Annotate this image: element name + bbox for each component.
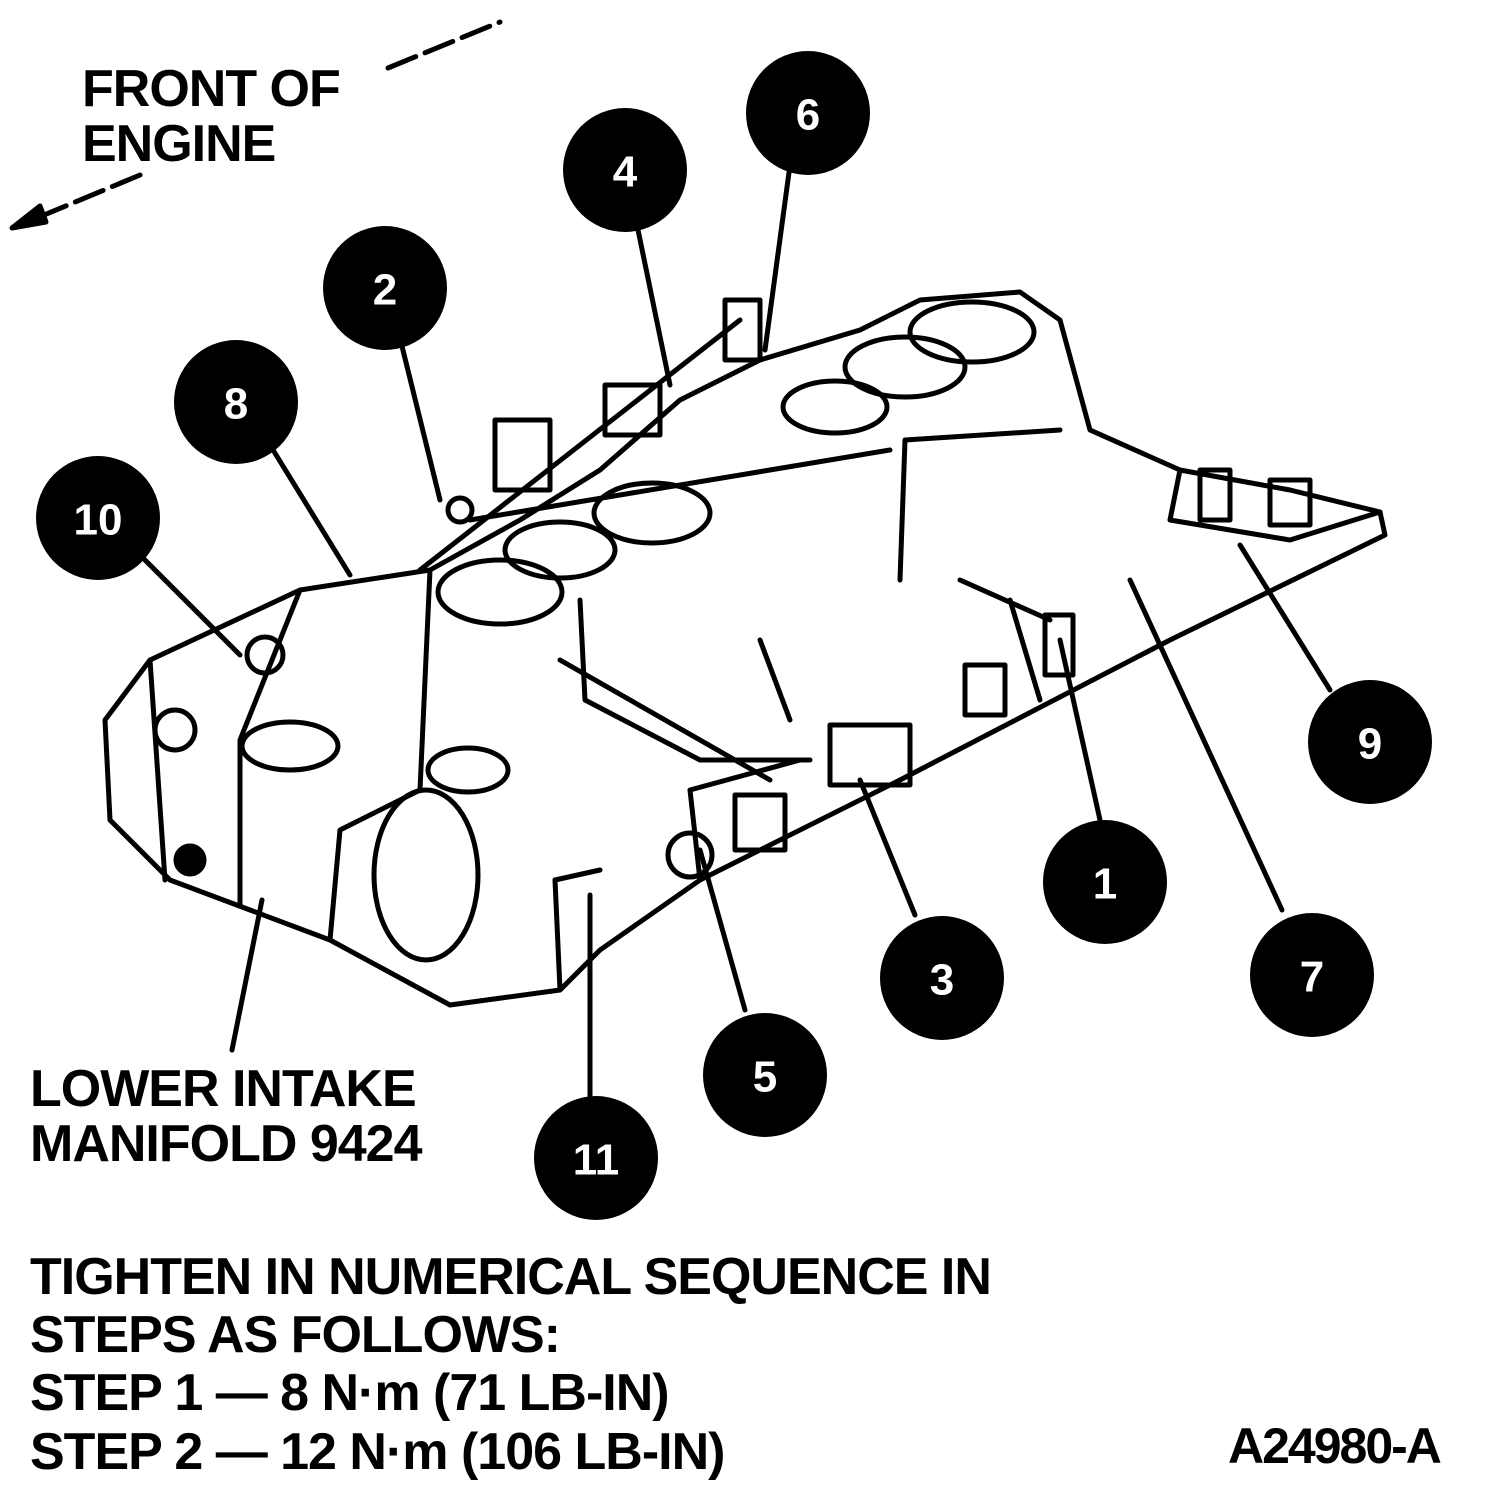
torque-instructions: TIGHTEN IN NUMERICAL SEQUENCE IN STEPS A… xyxy=(30,1248,992,1481)
callout-10: 10 xyxy=(36,456,160,580)
front-of-engine-label: FRONT OF ENGINE xyxy=(82,60,341,173)
callout-6: 6 xyxy=(746,51,870,175)
svg-text:6: 6 xyxy=(796,91,820,140)
svg-text:3: 3 xyxy=(930,956,954,1005)
callout-8: 8 xyxy=(174,340,298,464)
figure-id: A24980-A xyxy=(1228,1418,1442,1474)
instruction-line: STEPS AS FOLLOWS: xyxy=(30,1306,561,1365)
bolt-bosses xyxy=(152,297,1313,880)
svg-text:5: 5 xyxy=(753,1053,777,1102)
instruction-line: TIGHTEN IN NUMERICAL SEQUENCE IN xyxy=(30,1248,992,1306)
instruction-step-2: STEP 2 — 12 N·m (106 LB-IN) xyxy=(30,1422,725,1481)
svg-text:8: 8 xyxy=(224,380,248,429)
callout-3: 3 xyxy=(880,916,1004,1040)
callout-11: 11 xyxy=(534,1096,658,1220)
manifold-body xyxy=(102,289,1388,1008)
sequence-callouts: 1 2 3 4 5 6 7 8 9 10 11 xyxy=(36,51,1432,1220)
callout-1: 1 xyxy=(1043,820,1167,944)
svg-text:2: 2 xyxy=(373,266,397,315)
svg-text:10: 10 xyxy=(74,496,123,545)
svg-text:9: 9 xyxy=(1358,720,1382,769)
front-direction-arrows xyxy=(9,19,503,231)
callout-7: 7 xyxy=(1250,913,1374,1037)
svg-text:4: 4 xyxy=(613,148,638,197)
instruction-step-1: STEP 1 — 8 N·m (71 LB-IN) xyxy=(30,1364,670,1423)
callout-4: 4 xyxy=(563,108,687,232)
svg-text:7: 7 xyxy=(1300,953,1324,1002)
svg-text:1: 1 xyxy=(1093,860,1117,909)
callout-9: 9 xyxy=(1308,680,1432,804)
callout-2: 2 xyxy=(323,226,447,350)
callout-5: 5 xyxy=(703,1013,827,1137)
leader-lines xyxy=(142,162,1333,1103)
intake-ports xyxy=(239,299,1037,963)
lower-intake-manifold-label: LOWER INTAKE MANIFOLD 9424 xyxy=(30,1060,423,1173)
svg-text:11: 11 xyxy=(573,1136,620,1185)
